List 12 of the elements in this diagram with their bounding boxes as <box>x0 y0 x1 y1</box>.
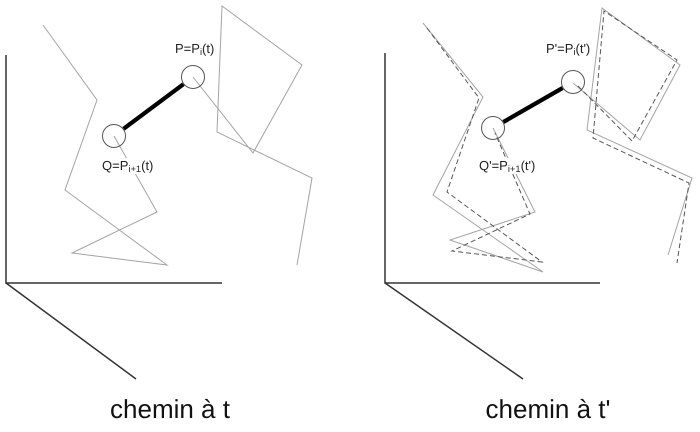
point-circle <box>181 65 205 89</box>
point-label: P'=P$_{i}$(t') <box>545 41 592 57</box>
segment-line <box>122 82 185 130</box>
point-label: Q=P$_{i+1}$(t) <box>101 158 154 174</box>
point-circle <box>481 116 505 140</box>
point-circle <box>561 70 585 94</box>
point-label: P=P$_{i}$(t) <box>174 41 216 57</box>
panel-caption: chemin à t' <box>486 394 610 424</box>
point-label: Q'=P$_{i+1}$(t') <box>478 158 536 174</box>
segment-line <box>502 86 564 124</box>
point-circle <box>102 124 126 148</box>
panel-caption: chemin à t <box>110 394 230 424</box>
